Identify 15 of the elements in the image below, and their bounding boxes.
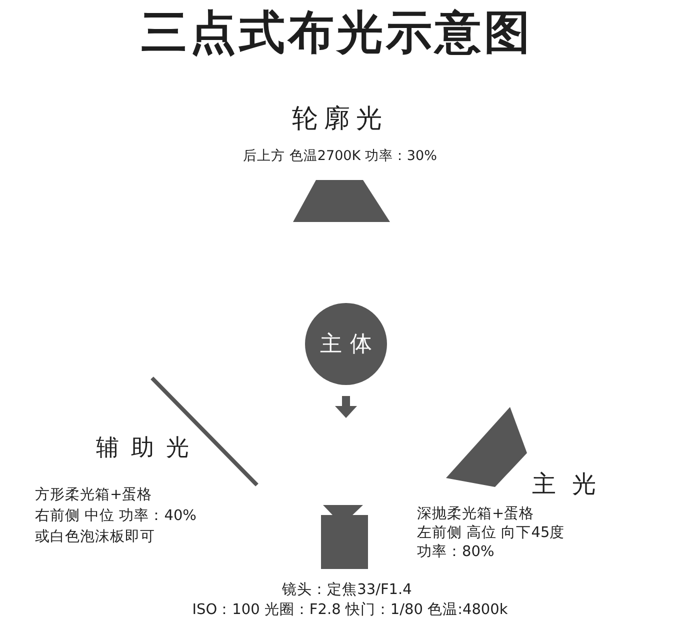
- light-settings: 功率：80%: [417, 544, 494, 561]
- light-name: 辅助光: [96, 435, 201, 462]
- light-settings: 深抛柔光箱+蛋格: [417, 506, 534, 523]
- light-name: 主光: [532, 471, 612, 499]
- light-settings: 左前侧 高位 向下45度: [417, 525, 565, 542]
- camera-icon: [320, 504, 369, 570]
- subject-circle: 主体: [305, 303, 387, 385]
- light-settings: 右前侧 中位 功率：40%: [35, 508, 196, 525]
- light-name: 轮廓光: [292, 105, 388, 135]
- camera-settings: 镜头：定焦33/F1.4: [282, 582, 412, 599]
- light-settings: 方形柔光箱+蛋格: [35, 487, 152, 504]
- camera-settings: ISO：100 光圈：F2.8 快门：1/80 色温:4800k: [192, 602, 508, 619]
- light-settings: 后上方 色温2700K 功率：30%: [243, 149, 437, 165]
- title: 三点式布光示意图: [141, 6, 533, 59]
- light-settings: 或白色泡沫板即可: [35, 529, 155, 546]
